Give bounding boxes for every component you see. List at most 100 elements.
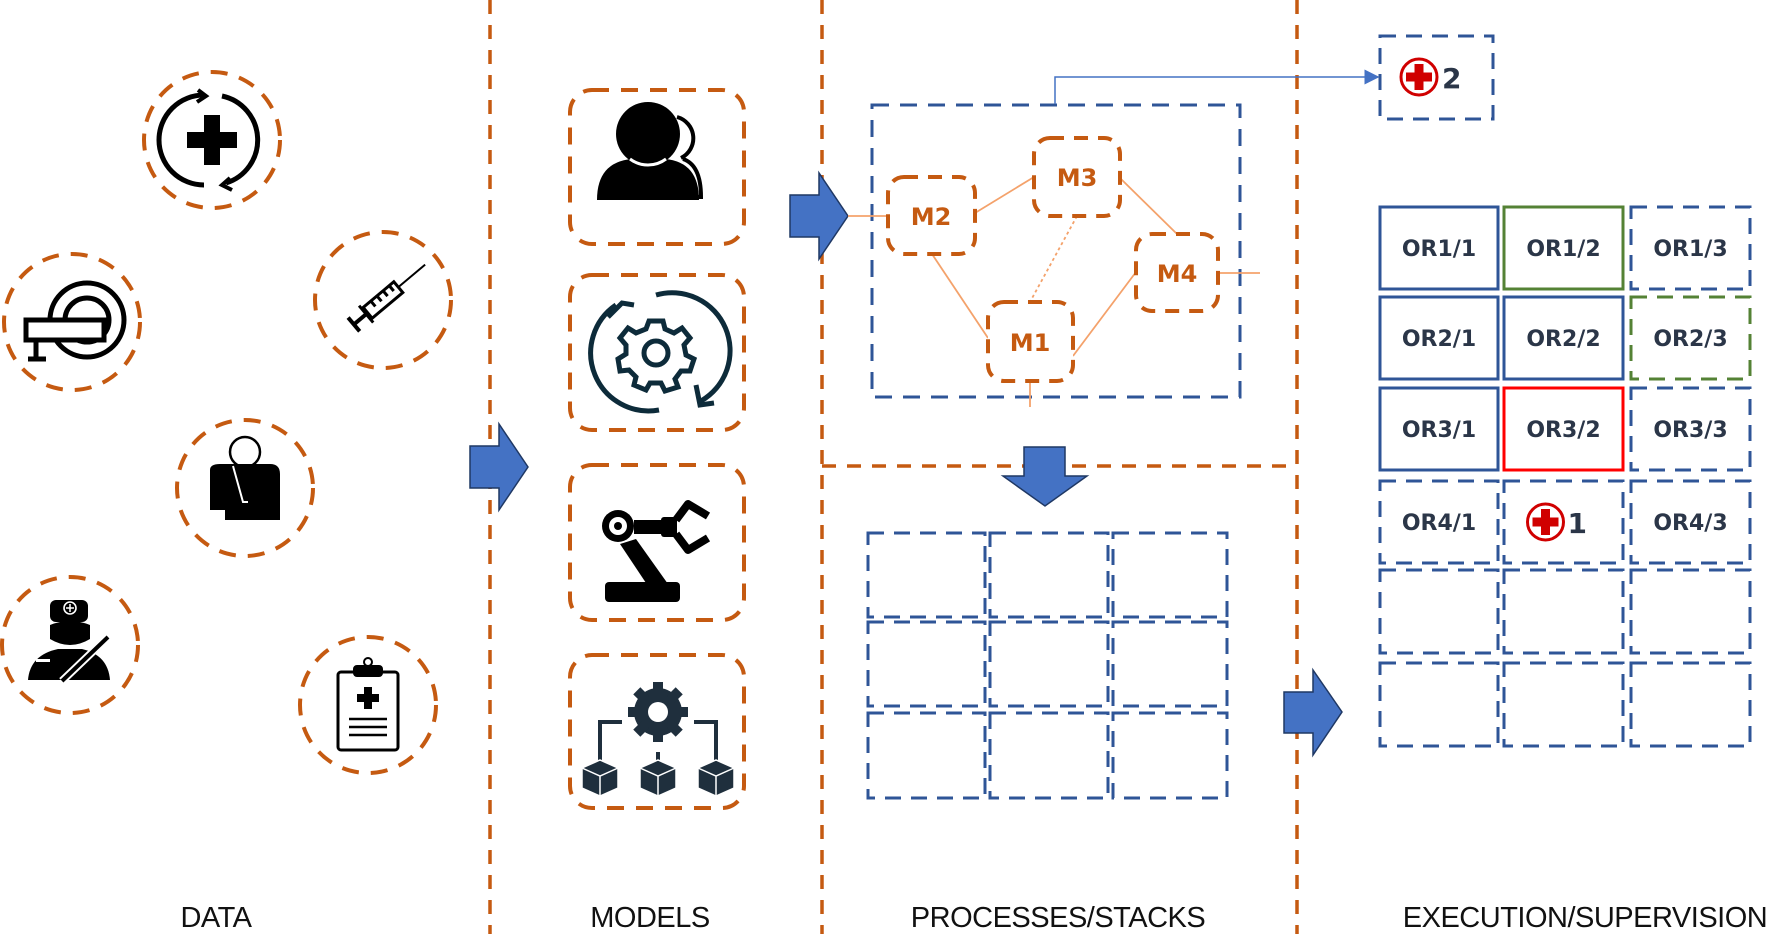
model-box-users: [568, 88, 746, 246]
emergency-connector: [1054, 69, 1380, 104]
or-slot[interactable]: OR2/3: [1629, 295, 1752, 381]
external-emergency-box[interactable]: 2: [1378, 34, 1495, 121]
process-nodes: M2 M3 M4 M1: [886, 136, 1220, 383]
or-slot-label: OR2/3: [1653, 327, 1727, 352]
or-slot-border: [1502, 205, 1625, 291]
data-source-medical-cycle: [142, 70, 282, 210]
node-label: M1: [1010, 329, 1051, 357]
or-slot-label: OR2/1: [1402, 327, 1476, 352]
arrow-process-to-stacks: [1000, 446, 1090, 507]
node-label: M4: [1157, 260, 1198, 288]
data-source-clipboard: [298, 635, 438, 775]
or-slot[interactable]: OR3/1: [1378, 386, 1500, 472]
or-slot-label: OR2/2: [1526, 327, 1600, 352]
or-slot[interactable]: OR1/1: [1378, 205, 1500, 291]
or-slot-border: [1629, 386, 1752, 472]
emergency-number: 1: [1568, 507, 1587, 540]
process-graph-container: [870, 103, 1242, 399]
or-slot[interactable]: [1378, 661, 1500, 748]
or-slot-border: [1378, 479, 1500, 565]
edge-M2-M1: [931, 253, 989, 339]
edge-M1-M4: [1072, 271, 1137, 357]
or-slot[interactable]: 1: [1502, 479, 1625, 565]
or-slot-border: [1629, 661, 1752, 748]
stack-slot: [1111, 620, 1229, 708]
or-slot[interactable]: [1502, 568, 1625, 655]
or-slot[interactable]: OR1/3: [1629, 205, 1752, 291]
edge-M3-M1: [1029, 215, 1078, 303]
or-slot-label: OR3/2: [1526, 418, 1600, 443]
or-slot-border: [1502, 386, 1625, 472]
surgeon-icon: [28, 600, 111, 684]
stack-slot: [866, 711, 987, 800]
or-slot[interactable]: [1629, 661, 1752, 748]
or-slot-label: OR4/3: [1653, 511, 1727, 536]
emergency-icon: [1526, 502, 1565, 542]
or-slot[interactable]: [1378, 568, 1500, 655]
process-edges: [848, 176, 1260, 407]
or-slot-border: [1502, 568, 1625, 655]
or-slot-label: OR1/1: [1402, 237, 1476, 262]
stack-grid: [866, 531, 1229, 800]
or-slot-border: [1378, 205, 1500, 291]
model-box-hierarchy: [568, 653, 746, 810]
or-slot-label: OR1/2: [1526, 237, 1600, 262]
or-slot[interactable]: OR2/2: [1502, 295, 1625, 381]
section-label-execution: EXECUTION/SUPERVISION: [1403, 902, 1767, 934]
gear-hierarchy-icon: [581, 682, 735, 797]
node-M2[interactable]: M2: [886, 175, 977, 256]
or-slot-border: [1502, 479, 1625, 565]
medical-clipboard-icon: [336, 657, 400, 752]
section-labels: DATA MODELS PROCESSES/STACKS EXECUTION/S…: [180, 902, 1767, 934]
data-source-syringe: [313, 230, 453, 370]
stack-slot: [1111, 711, 1229, 800]
arrow-stacks-to-execution: [1283, 667, 1343, 758]
injured-patient-icon: [210, 435, 280, 520]
data-source-mri: [2, 252, 142, 392]
or-slot[interactable]: OR3/2: [1502, 386, 1625, 472]
or-slot-border: [1378, 386, 1500, 472]
mri-scanner-icon: [23, 280, 127, 362]
flow-arrows: [469, 170, 1343, 758]
node-label: M3: [1057, 164, 1098, 192]
data-sources: [0, 70, 453, 775]
or-slot-border: [1629, 205, 1752, 291]
medical-cycle-icon: [156, 88, 261, 192]
data-source-patient: [175, 418, 315, 558]
or-slot[interactable]: [1629, 568, 1752, 655]
or-slot[interactable]: OR4/3: [1629, 479, 1752, 565]
node-M4[interactable]: M4: [1134, 232, 1220, 313]
or-slot-label: OR3/1: [1402, 418, 1476, 443]
or-slot-label: OR1/3: [1653, 237, 1727, 262]
stack-slot: [866, 531, 987, 619]
or-slot-border: [1629, 479, 1752, 565]
node-M3[interactable]: M3: [1032, 136, 1122, 218]
emergency-number: 2: [1442, 62, 1461, 95]
node-M1[interactable]: M1: [986, 300, 1075, 383]
stack-slot: [988, 711, 1110, 800]
data-source-surgeon: [0, 575, 140, 715]
node-label: M2: [911, 203, 952, 231]
or-slot-border: [1502, 295, 1625, 381]
section-label-models: MODELS: [590, 902, 710, 934]
or-slot[interactable]: OR1/2: [1502, 205, 1625, 291]
edge-M3-M4: [1119, 177, 1178, 235]
emergency-icon: [1399, 57, 1439, 97]
stack-slot: [1111, 531, 1229, 619]
arrow-data-to-models: [469, 421, 529, 513]
or-slot-border: [1378, 568, 1500, 655]
arrow-models-to-processes: [789, 170, 849, 262]
or-slot[interactable]: OR4/1: [1378, 479, 1500, 565]
model-box-gear-cycle: [568, 273, 746, 432]
section-label-processes: PROCESSES/STACKS: [911, 902, 1206, 934]
gear-cycle-icon: [588, 290, 733, 414]
stack-slot: [988, 620, 1110, 708]
or-slot-border: [1378, 661, 1500, 748]
or-slot-label: OR3/3: [1653, 418, 1727, 443]
or-slot[interactable]: OR2/1: [1378, 295, 1500, 381]
stack-slot: [988, 531, 1110, 619]
or-slot[interactable]: OR3/3: [1629, 386, 1752, 472]
or-slot[interactable]: [1502, 661, 1625, 748]
